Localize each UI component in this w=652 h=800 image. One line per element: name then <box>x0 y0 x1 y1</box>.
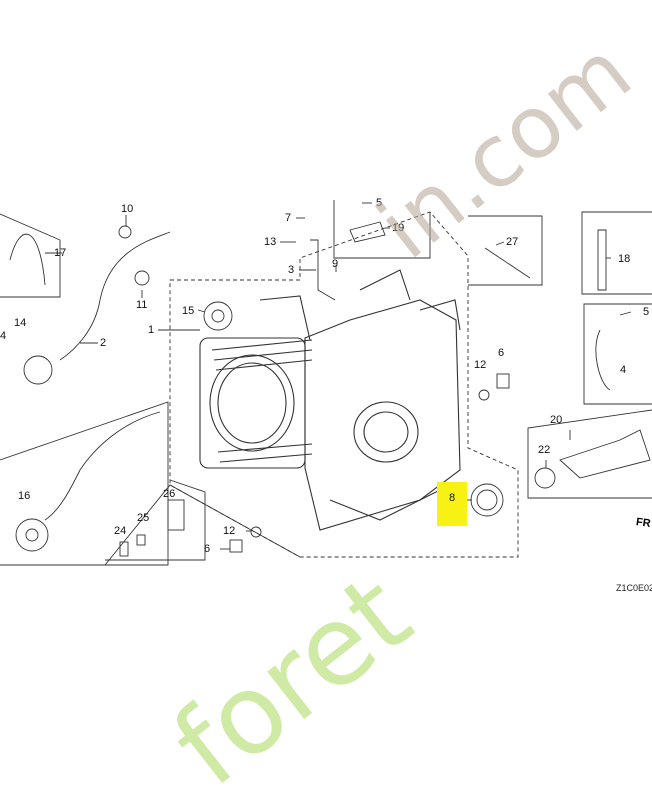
dowel-26 <box>167 499 185 531</box>
callout-12-right: 12 <box>474 359 487 371</box>
callout-27: 27 <box>506 236 519 248</box>
callout-9: 9 <box>332 258 339 270</box>
bolt-24 <box>119 541 129 557</box>
frame-right-top <box>468 215 543 286</box>
frame-small-parts <box>105 479 206 561</box>
callout-11: 11 <box>136 299 148 311</box>
callout-22: 22 <box>538 444 551 456</box>
cable-upper <box>9 233 46 286</box>
nut-11 <box>134 270 150 286</box>
callout-20: 20 <box>550 414 563 426</box>
ring-10 <box>118 225 132 239</box>
callout-14: 14 <box>14 317 27 329</box>
frame-lower-left <box>0 401 169 566</box>
bracket-19 <box>349 221 386 243</box>
callout-6-bottom: 6 <box>204 543 211 555</box>
callout-26: 26 <box>163 488 176 500</box>
callout-6-right: 6 <box>498 347 505 359</box>
engine-block-shape <box>199 269 461 531</box>
frame-right-low <box>527 409 652 499</box>
callout-10: 10 <box>121 203 134 215</box>
bolt-6a <box>496 373 510 389</box>
callout-16: 16 <box>18 490 31 502</box>
callout-5-top: 5 <box>376 197 383 209</box>
spacer-25 <box>136 534 146 546</box>
seal-8 <box>470 483 504 517</box>
callout-5-right: 5 <box>643 306 650 318</box>
front-marker: FR <box>635 516 652 530</box>
callout-25: 25 <box>137 512 150 524</box>
callout-13: 13 <box>264 236 277 248</box>
callout-4-left: 4 <box>0 330 7 342</box>
washer-12b <box>478 389 490 401</box>
lever-3 <box>310 239 336 301</box>
callout-18: 18 <box>618 253 631 265</box>
bearing-15 <box>203 301 233 331</box>
callout-17: 17 <box>54 247 67 259</box>
callout-19: 19 <box>392 222 405 234</box>
callout-12-bottom: 12 <box>223 525 236 537</box>
callout-2: 2 <box>100 337 107 349</box>
ring-22 <box>534 467 556 489</box>
washer-12a <box>250 526 262 538</box>
callout-3: 3 <box>288 264 295 276</box>
bolt-6b <box>229 539 243 553</box>
frame-center-top <box>333 200 431 259</box>
cable-upper-wire <box>59 231 171 361</box>
frame-bottom-left <box>104 484 301 566</box>
callout-24: 24 <box>114 525 127 537</box>
callout-1: 1 <box>148 324 155 336</box>
elbow-20 <box>559 429 651 479</box>
cable-lower <box>44 411 161 521</box>
callout-8: 8 <box>449 492 456 504</box>
frame-far-right-mid <box>583 303 652 405</box>
callout-highlight-8 <box>437 482 467 526</box>
stud-27 <box>484 247 531 279</box>
frame-upper-left <box>0 213 61 298</box>
callout-4-right: 4 <box>620 364 627 376</box>
switch-4 <box>595 329 611 391</box>
frame-far-right-top <box>581 211 652 295</box>
callout-7: 7 <box>285 212 292 224</box>
sensor-18 <box>597 229 607 291</box>
frame-main <box>169 211 519 558</box>
callout-15: 15 <box>182 305 195 317</box>
diagram-code: Z1C0E02 <box>616 583 652 593</box>
